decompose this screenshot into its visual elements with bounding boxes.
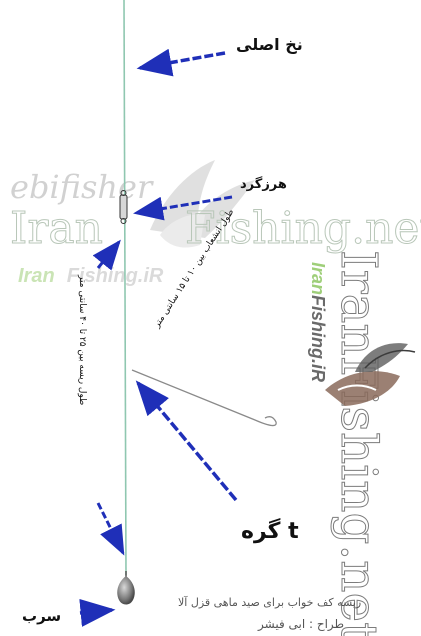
- main-line: [124, 0, 126, 575]
- label-swivel: هرزگرد: [240, 176, 287, 192]
- watermark-vertical-small: IranFishing.iR: [308, 262, 328, 382]
- dropper-line: [132, 370, 276, 426]
- watermark-script: ebifisher: [10, 168, 154, 206]
- watermark-vertical: IranFishing.net: [330, 250, 388, 636]
- arrow-knot: [138, 383, 236, 500]
- label-sinker: سرب: [22, 607, 61, 625]
- arrow-leader-bottom: [98, 503, 123, 553]
- swivel: [120, 191, 127, 224]
- arrows: [80, 53, 236, 613]
- arrow-main-line: [140, 53, 225, 68]
- caption-title: ریسه کف خواب برای صید ماهی قزل آلا: [178, 595, 361, 609]
- label-main-line: نخ اصلی: [236, 35, 303, 54]
- caption-designer: طراح : ابی فیشر: [257, 617, 344, 632]
- sinker: [117, 571, 135, 605]
- label-knot: گره t: [241, 517, 299, 544]
- arrow-sinker: [80, 610, 112, 613]
- label-leader-length: طول ریسه بین ۲۵ تا ۴۰ سانتی متر: [77, 274, 87, 405]
